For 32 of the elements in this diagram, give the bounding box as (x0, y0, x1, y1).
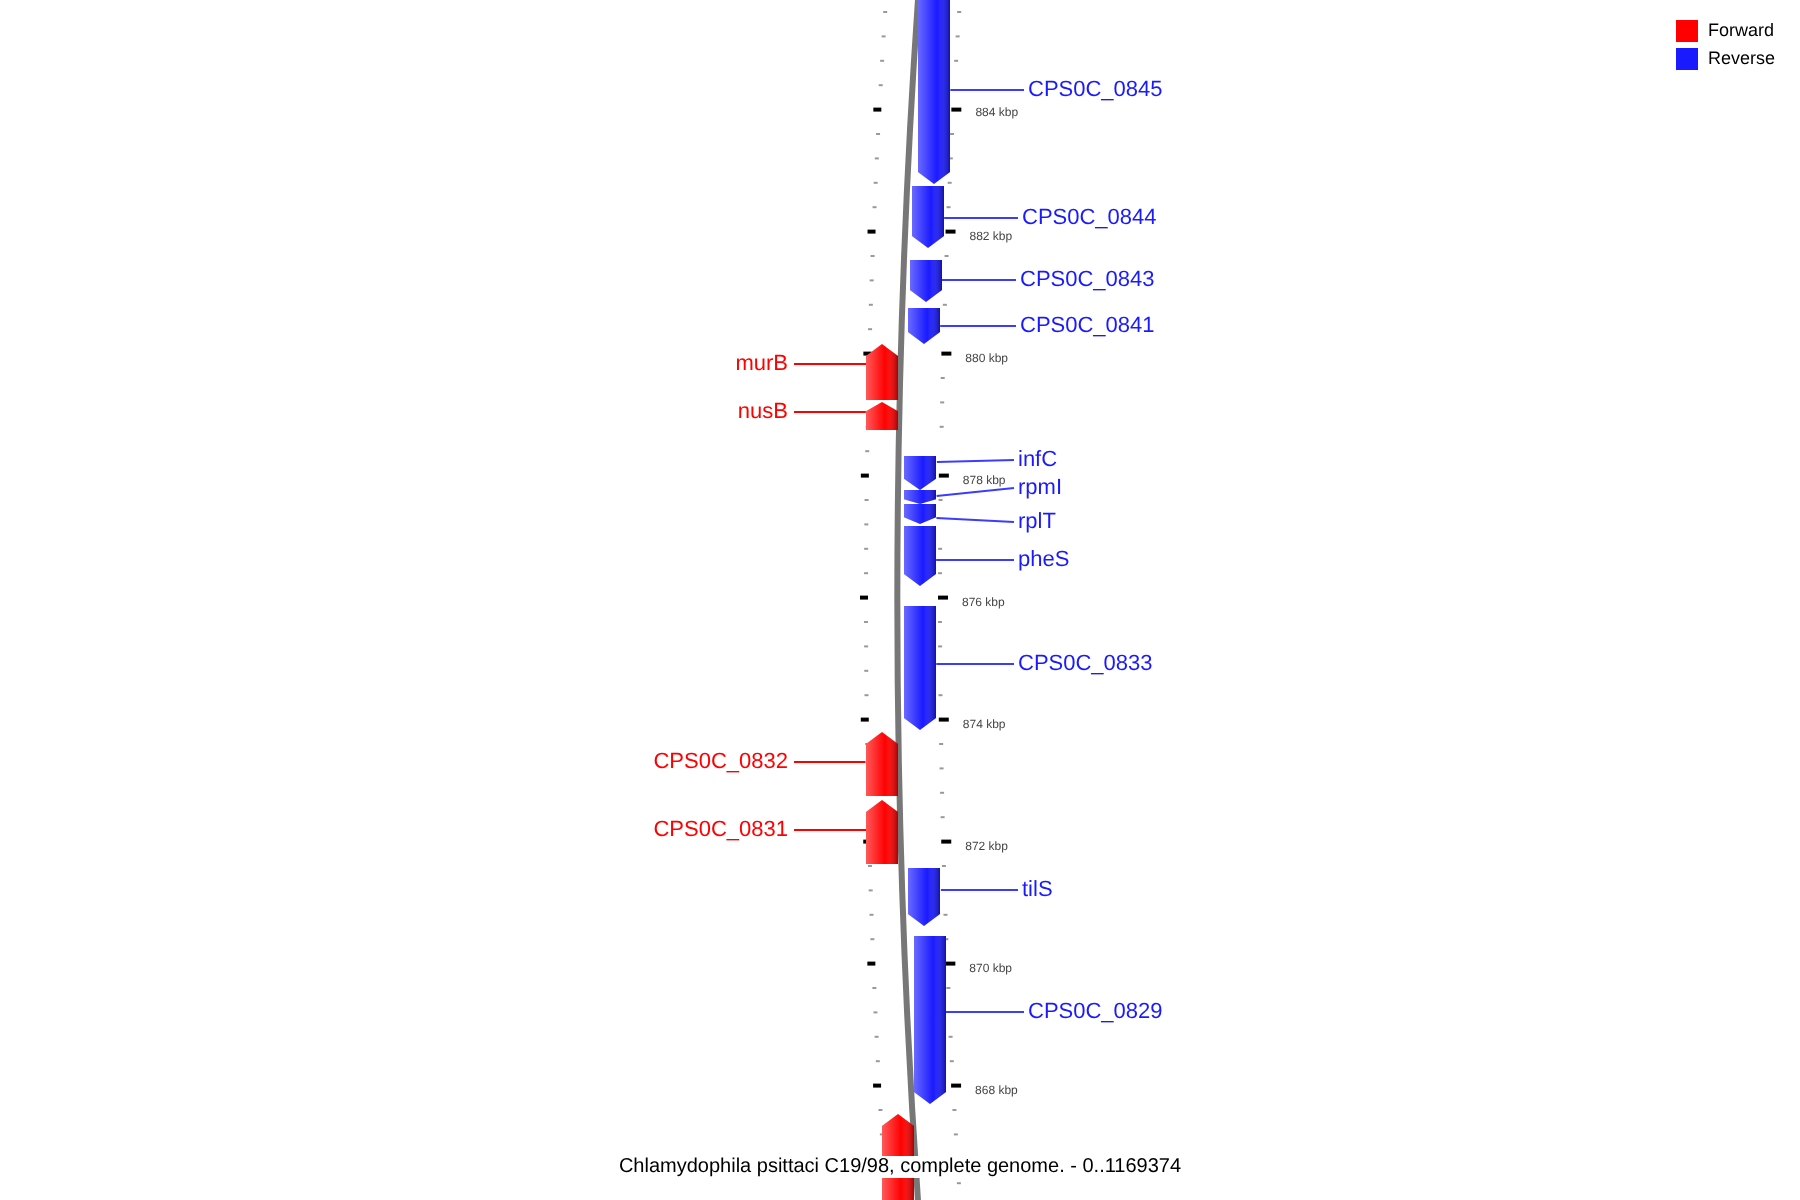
gene-label: CPS0C_0833 (1018, 652, 1153, 676)
leader-line (943, 217, 1019, 219)
leader-line (793, 363, 868, 365)
leader-line (944, 1011, 1025, 1013)
leader-line (793, 761, 867, 763)
gene-label: CPS0C_0832 (653, 750, 788, 774)
gene-label: rpmI (1018, 476, 1062, 500)
gene-label: CPS0C_0844 (1022, 206, 1157, 230)
leader-line (939, 889, 1019, 891)
legend-label: Reverse (1708, 46, 1776, 70)
leader-line (949, 89, 1025, 91)
gene-label: CPS0C_0841 (1020, 314, 1155, 338)
gene-label: CPS0C_0831 (653, 818, 788, 842)
gene-label: tilS (1022, 878, 1053, 902)
leader-line (935, 663, 1015, 665)
leader-line (935, 459, 1015, 463)
gene-label: rplT (1018, 510, 1056, 534)
leader-line (939, 325, 1017, 327)
gene-label: nusB (737, 400, 788, 424)
leader-line (935, 559, 1015, 561)
leader-line (935, 487, 1015, 497)
leader-line (940, 279, 1017, 281)
gene-label: CPS0C_0829 (1028, 1000, 1163, 1024)
leader-line (793, 829, 868, 831)
gene-label: CPS0C_0843 (1020, 268, 1155, 292)
gene-label: murB (735, 352, 788, 376)
gene-label: CPS0C_0845 (1028, 78, 1163, 102)
gene-label: infC (1018, 448, 1058, 472)
legend-label: Forward (1708, 18, 1775, 42)
leader-line (793, 411, 867, 413)
gene-label: pheS (1018, 548, 1070, 572)
leader-line (935, 517, 1015, 523)
